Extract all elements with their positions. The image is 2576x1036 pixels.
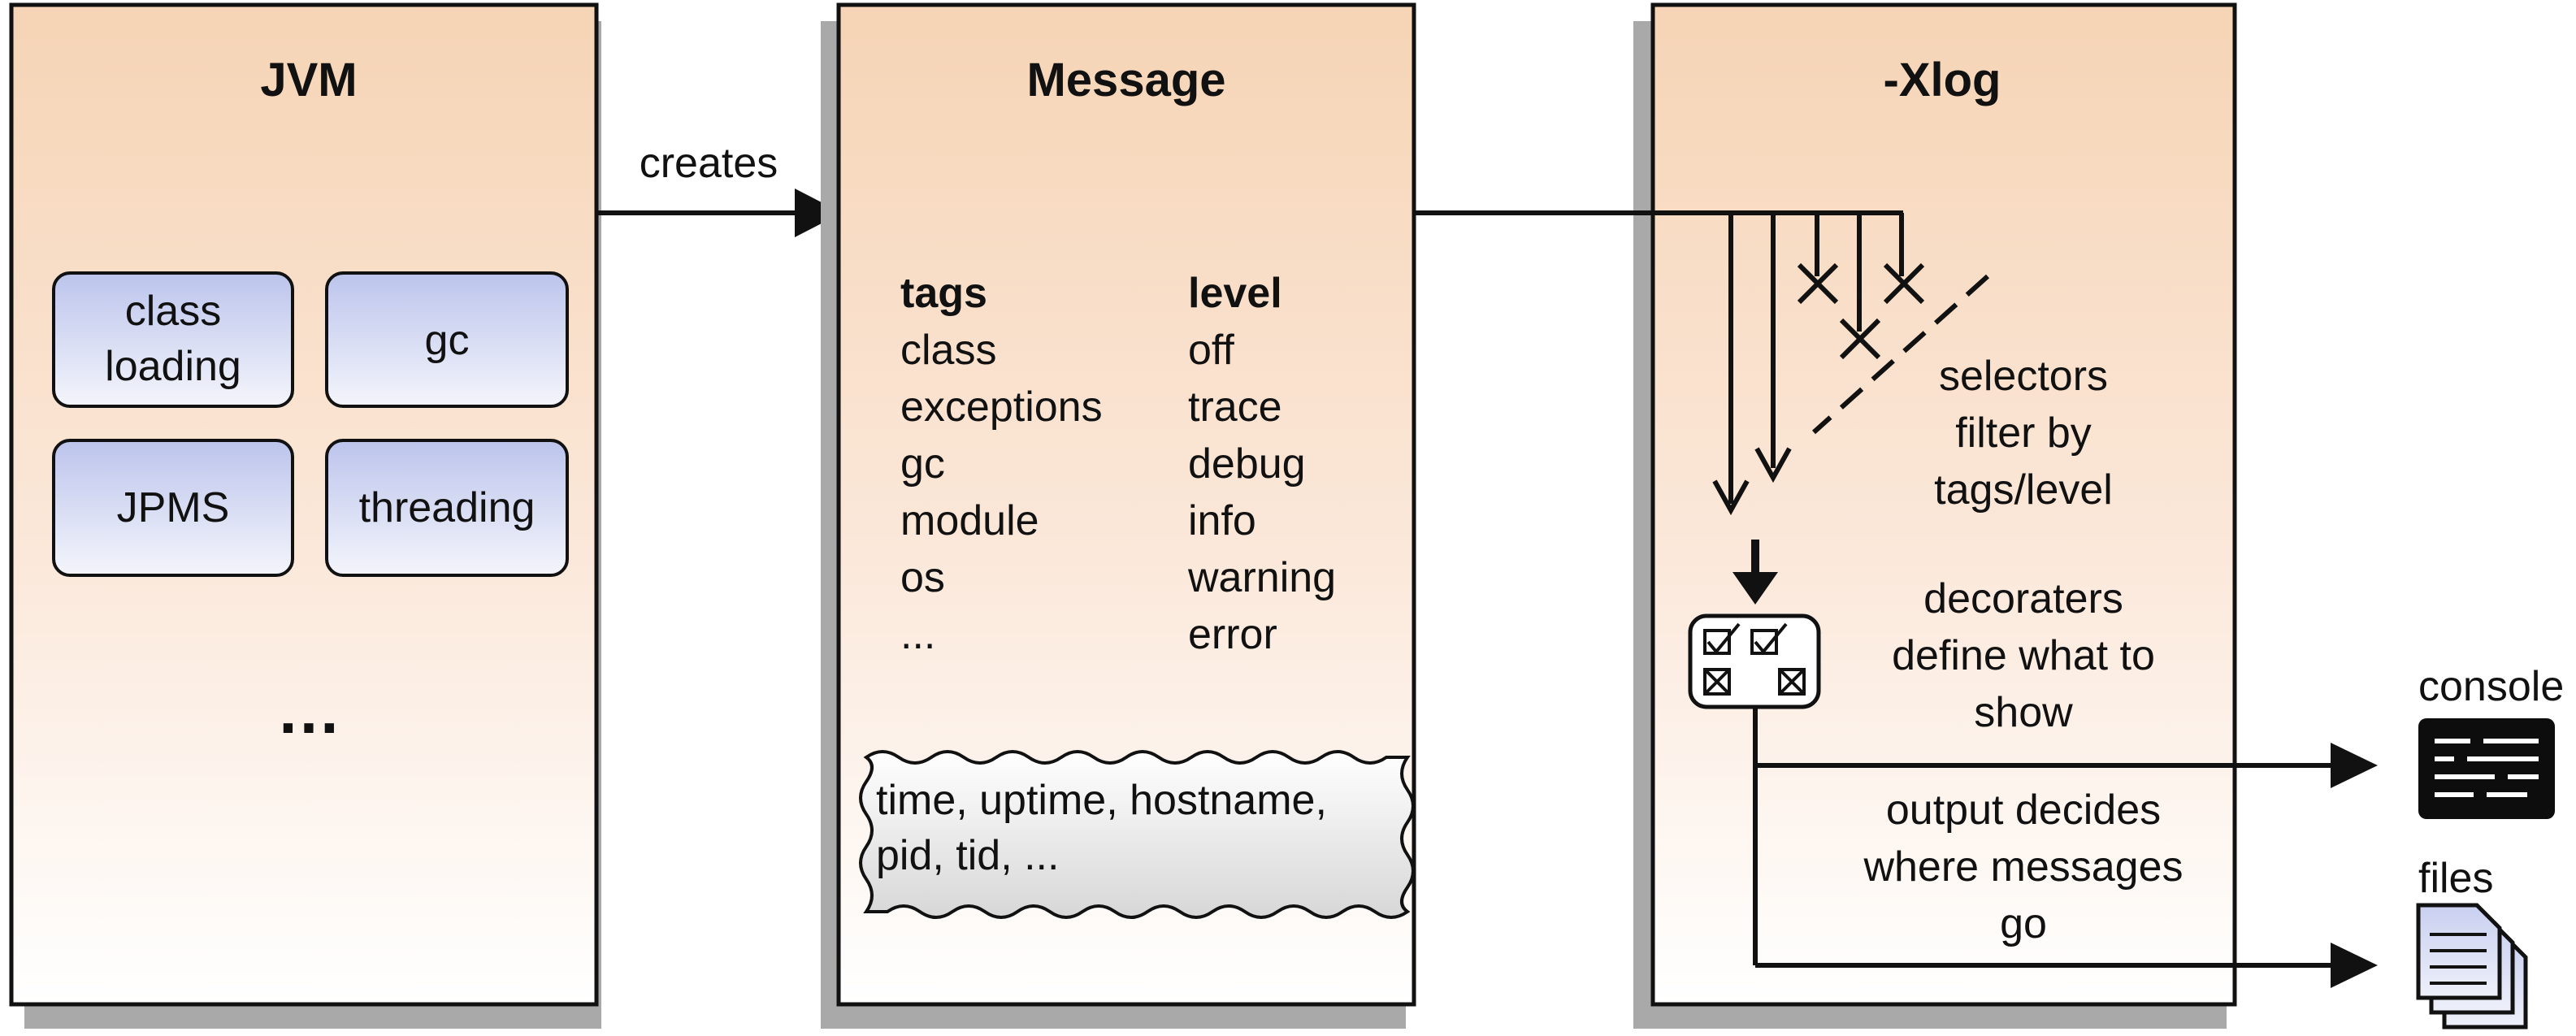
message-extras-cloud: time, uptime, hostname, pid, tid, ... [859, 750, 1415, 919]
tag-item: ... [900, 611, 935, 658]
xlog-panel: -Xlog selectors filter by tags/level [1414, 2, 2378, 1029]
decorator-arrow [1733, 540, 1778, 605]
subsystem-chip-class-loading: class loading [52, 271, 294, 408]
selector-filter-line [1811, 274, 1990, 435]
level-item: debug [1188, 440, 1306, 488]
selectors-line: selectors [1939, 353, 2108, 400]
message-title: Message [1026, 54, 1225, 106]
chip-label-line: JPMS [117, 484, 230, 531]
tags-header: tags [900, 270, 987, 317]
chip-label-line: class [125, 288, 221, 335]
console-target: console [2418, 663, 2564, 819]
creates-label: creates [640, 140, 778, 187]
subsystem-chip-jpms: JPMS [52, 439, 294, 577]
jvm-title: JVM [260, 54, 357, 106]
selector-blocked-marks [1797, 262, 1925, 360]
console-output-arrowhead [2331, 743, 2378, 788]
selector-pass-arrowheads [1712, 447, 1792, 516]
files-target: files [2416, 855, 2528, 1029]
level-item: info [1188, 497, 1256, 544]
extras-line: pid, tid, ... [876, 832, 1059, 879]
output-line: go [2000, 900, 2047, 947]
chip-label-line: threading [359, 484, 536, 531]
console-icon [2418, 718, 2555, 819]
decorator-box [1688, 613, 1821, 709]
subsystem-chip-threading: threading [325, 439, 569, 577]
xlog-title: -Xlog [1884, 54, 2001, 106]
level-header: level [1188, 270, 1282, 317]
files-label: files [2418, 855, 2493, 902]
jvm-panel: JVM class loading gc JPMS threading … [9, 2, 601, 1029]
output-lines [1753, 707, 2340, 968]
extras-line: time, uptime, hostname, [876, 777, 1327, 824]
decorators-line: show [1974, 689, 2073, 736]
output-line: where messages [1863, 843, 2183, 891]
selectors-line: filter by [1955, 410, 2092, 457]
tag-item: module [900, 497, 1039, 544]
decorators-line: decoraters [1923, 575, 2123, 622]
message-flow-lines [1414, 210, 1904, 504]
creates-arrow: creates [596, 140, 842, 237]
output-line: output decides [1886, 787, 2161, 834]
message-panel: Message tags class exceptions gc module … [821, 2, 1416, 1029]
level-item: error [1188, 611, 1277, 658]
tag-item: exceptions [900, 384, 1103, 431]
xlog-panel-box [1650, 2, 2237, 1007]
subsystem-chip-gc: gc [325, 271, 569, 408]
decorators-line: define what to [1892, 632, 2155, 679]
console-label: console [2418, 663, 2564, 710]
jvm-more-ellipsis: … [276, 674, 341, 747]
files-output-arrowhead [2331, 943, 2378, 988]
selectors-line: tags/level [1934, 466, 2113, 514]
tag-item: class [900, 327, 996, 374]
files-icon [2416, 903, 2528, 1029]
level-item: warning [1187, 554, 1336, 601]
level-item: off [1188, 327, 1234, 374]
tag-item: gc [900, 440, 945, 488]
tag-item: os [900, 554, 945, 601]
chip-label-line: loading [105, 343, 241, 390]
chip-label-line: gc [425, 317, 470, 364]
level-item: trace [1188, 384, 1282, 431]
